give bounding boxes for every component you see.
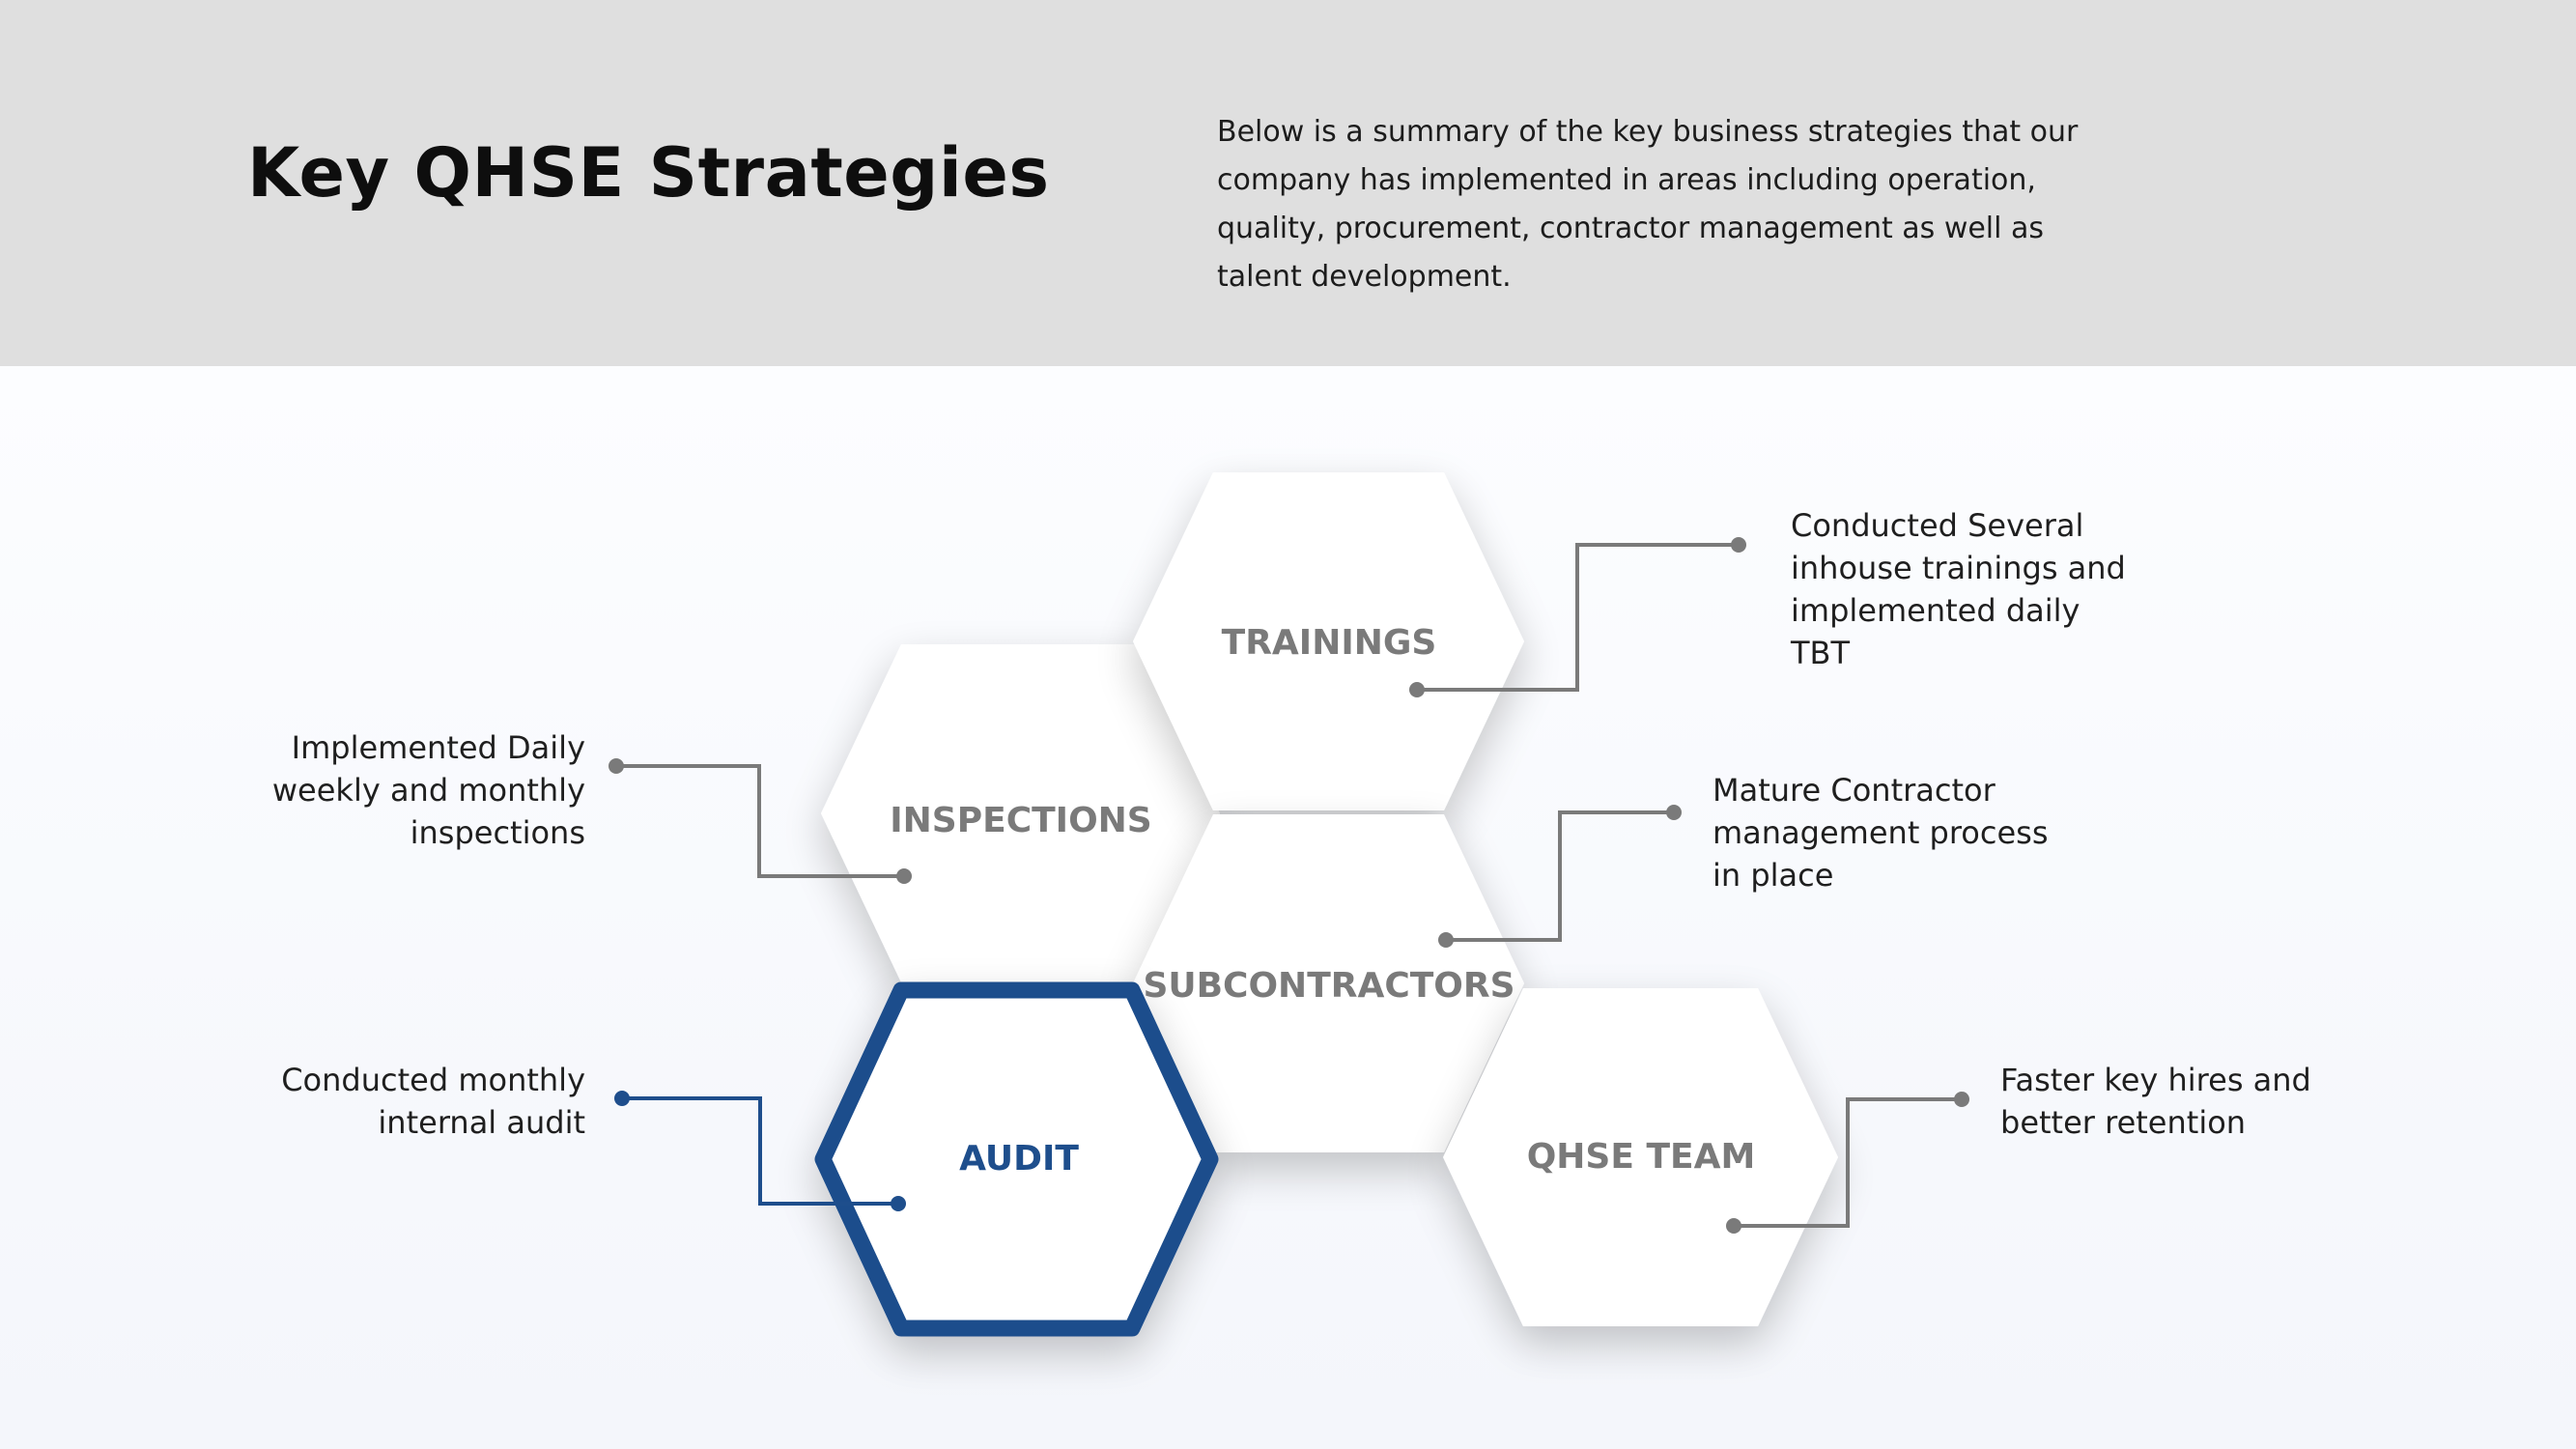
note-qhse-team: Faster key hires and better retention bbox=[2000, 1062, 2311, 1141]
summary-text: Below is a summary of the key business s… bbox=[1217, 115, 2079, 294]
connector-dot-audit bbox=[891, 1196, 906, 1211]
connector-audit bbox=[622, 1096, 898, 1206]
connector-dot-audit-end bbox=[614, 1091, 630, 1106]
note-audit: Conducted monthly internal audit bbox=[281, 1062, 585, 1141]
note-trainings: Conducted Several inhouse trainings and … bbox=[1791, 507, 2126, 671]
hex-trainings[interactable] bbox=[1133, 472, 1524, 810]
hex-label-inspections: INSPECTIONS bbox=[890, 801, 1151, 840]
connector-dot-qhse-team-end bbox=[1954, 1092, 1969, 1107]
connector-subcontractors bbox=[1446, 810, 1674, 942]
note-inspections: Implemented Daily weekly and monthly ins… bbox=[271, 729, 585, 851]
connector-dot-inspections bbox=[896, 868, 912, 884]
hex-audit[interactable] bbox=[814, 981, 1219, 1337]
hex-subcontractors[interactable] bbox=[1133, 814, 1524, 1152]
note-subcontractors: Mature Contractor management process in … bbox=[1713, 772, 2049, 894]
hex-label-qhse-team: QHSE TEAM bbox=[1527, 1137, 1756, 1177]
page-title: Key QHSE Strategies bbox=[247, 133, 1050, 213]
connector-dot-inspections-end bbox=[609, 758, 624, 774]
hex-label-trainings: TRAININGS bbox=[1222, 623, 1437, 663]
connector-inspections bbox=[616, 764, 904, 878]
connector-dot-subcontractors-end bbox=[1666, 805, 1682, 820]
hex-inspections[interactable] bbox=[821, 644, 1220, 982]
connector-qhse-team bbox=[1734, 1097, 1962, 1228]
connector-dot-trainings-end bbox=[1731, 537, 1746, 553]
hex-label-audit: AUDIT bbox=[959, 1139, 1079, 1179]
hex-qhse-team[interactable] bbox=[1443, 988, 1838, 1326]
connector-dot-subcontractors bbox=[1438, 932, 1454, 948]
connector-trainings bbox=[1417, 543, 1739, 692]
hex-label-subcontractors: SUBCONTRACTORS bbox=[1143, 966, 1514, 1006]
header-band: Key QHSE Strategies Below is a summary o… bbox=[0, 0, 2576, 366]
connector-dot-trainings bbox=[1409, 682, 1425, 697]
connector-dot-qhse-team bbox=[1726, 1218, 1741, 1234]
